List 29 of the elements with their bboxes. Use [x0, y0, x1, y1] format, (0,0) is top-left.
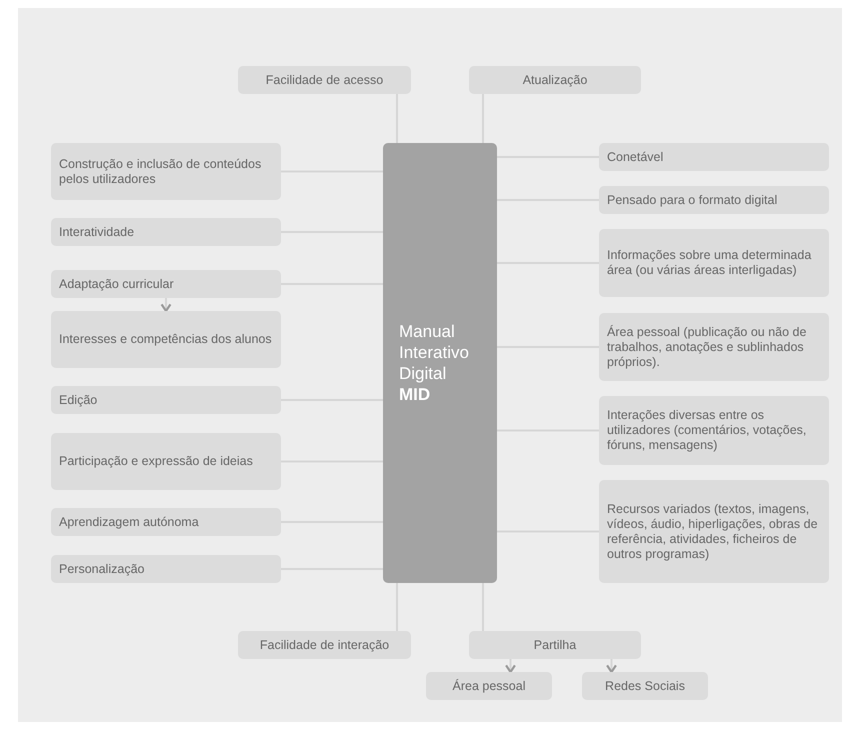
node-text: Personalização	[59, 562, 146, 576]
node-text: Aprendizagem autónoma	[59, 514, 200, 530]
node-text: Edição	[59, 392, 98, 408]
node-text: Área pessoal (publicação ou não de trabalhos, anotações e sublinhados próprios).	[607, 324, 808, 370]
node-text: Interações diversas entre os utilizadores (comentários, votações, fóruns, mensagens)	[607, 408, 808, 453]
node-text: Conetável	[607, 150, 664, 164]
central-box	[383, 143, 497, 583]
node-text: Atualização	[522, 72, 588, 88]
node-text: Informações sobre uma determinada área (ou várias áreas interligadas)	[607, 248, 812, 278]
node-text: Facilidade de acesso	[264, 72, 384, 88]
node-text: Facilidade de interação	[258, 638, 390, 652]
node-text: Redes Sociais	[604, 678, 686, 694]
node-text: Pensado para o formato digital	[607, 192, 778, 208]
node-text: Partilha	[532, 638, 578, 652]
node-text: Recursos variados (textos, imagens, vídeos, áudio, hiperligações, obras de referência, atividades, ficheiros de outros programas)	[607, 502, 819, 562]
node-text: Participação e expressão de ideias	[59, 454, 254, 469]
topic-box	[426, 672, 552, 700]
abbreviation-text: MID	[399, 384, 432, 405]
node-text: Manual Interativo Digital	[399, 321, 470, 384]
topic-box	[582, 672, 708, 700]
node-text: Interatividade	[59, 224, 136, 240]
topic-box	[51, 311, 281, 368]
arrow	[606, 659, 617, 674]
node-text: Adaptação curricular	[59, 276, 175, 292]
node-text: Interesses e competências dos alunos	[59, 332, 273, 347]
node-text: Área pessoal	[452, 678, 526, 694]
arrow	[160, 298, 172, 312]
arrow	[505, 659, 516, 674]
node-text: Construção e inclusão de conteúdos pelos utilizadores	[59, 156, 262, 186]
